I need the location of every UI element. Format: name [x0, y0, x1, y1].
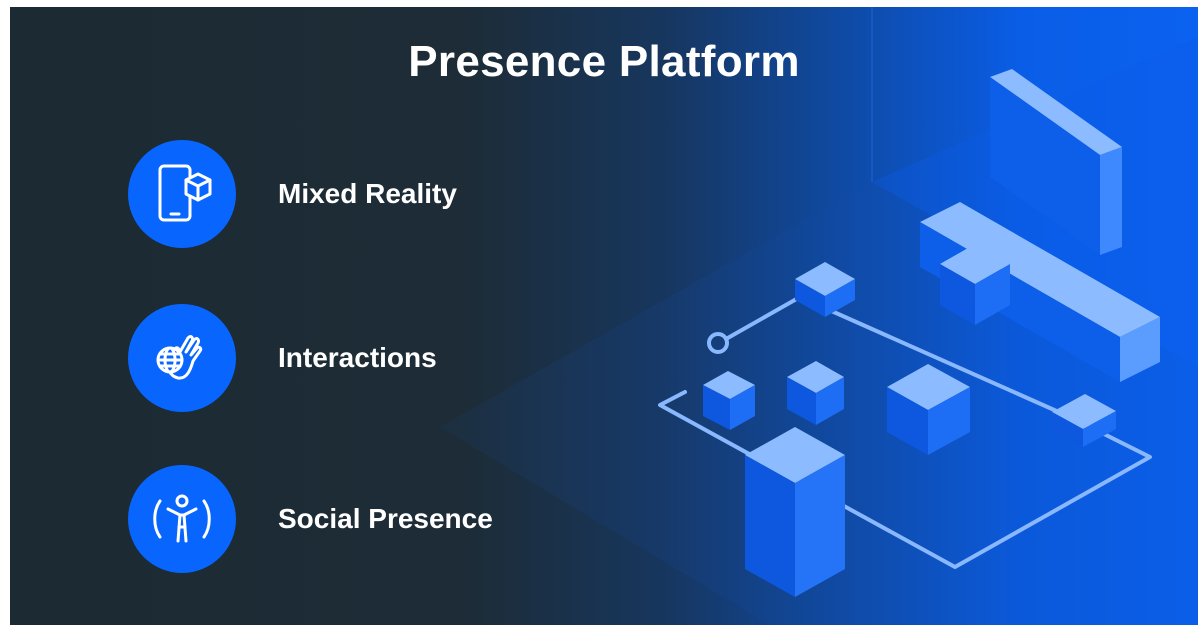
- cube-back-left: [795, 262, 855, 317]
- hand-globe-icon: [156, 335, 203, 380]
- feature-interactions: Interactions: [128, 303, 437, 413]
- cube-bench-top: [940, 244, 1010, 325]
- cube-left: [703, 371, 755, 430]
- feature-label: Mixed Reality: [278, 178, 457, 209]
- cube-center: [787, 361, 844, 425]
- feature-label: Social Presence: [278, 503, 493, 534]
- pillar-block: [745, 427, 845, 597]
- feature-icon-circle: [128, 304, 236, 412]
- screen-panel: [990, 69, 1122, 255]
- feature-mixed-reality: Mixed Reality: [128, 139, 457, 249]
- phone-cube-icon: [158, 164, 212, 222]
- page-title: Presence Platform: [408, 37, 800, 86]
- feature-icon-circle: [128, 140, 236, 248]
- cube-right: [1052, 394, 1116, 447]
- slide: Presence Platform Mixed Reality Inter: [10, 7, 1198, 625]
- person-presence-icon: [153, 494, 211, 543]
- cube-right-center: [887, 364, 970, 455]
- feature-icon-circle: [128, 465, 236, 573]
- feature-social-presence: Social Presence: [128, 464, 493, 574]
- feature-label: Interactions: [278, 342, 437, 373]
- isometric-scene-illustration: [440, 7, 1198, 625]
